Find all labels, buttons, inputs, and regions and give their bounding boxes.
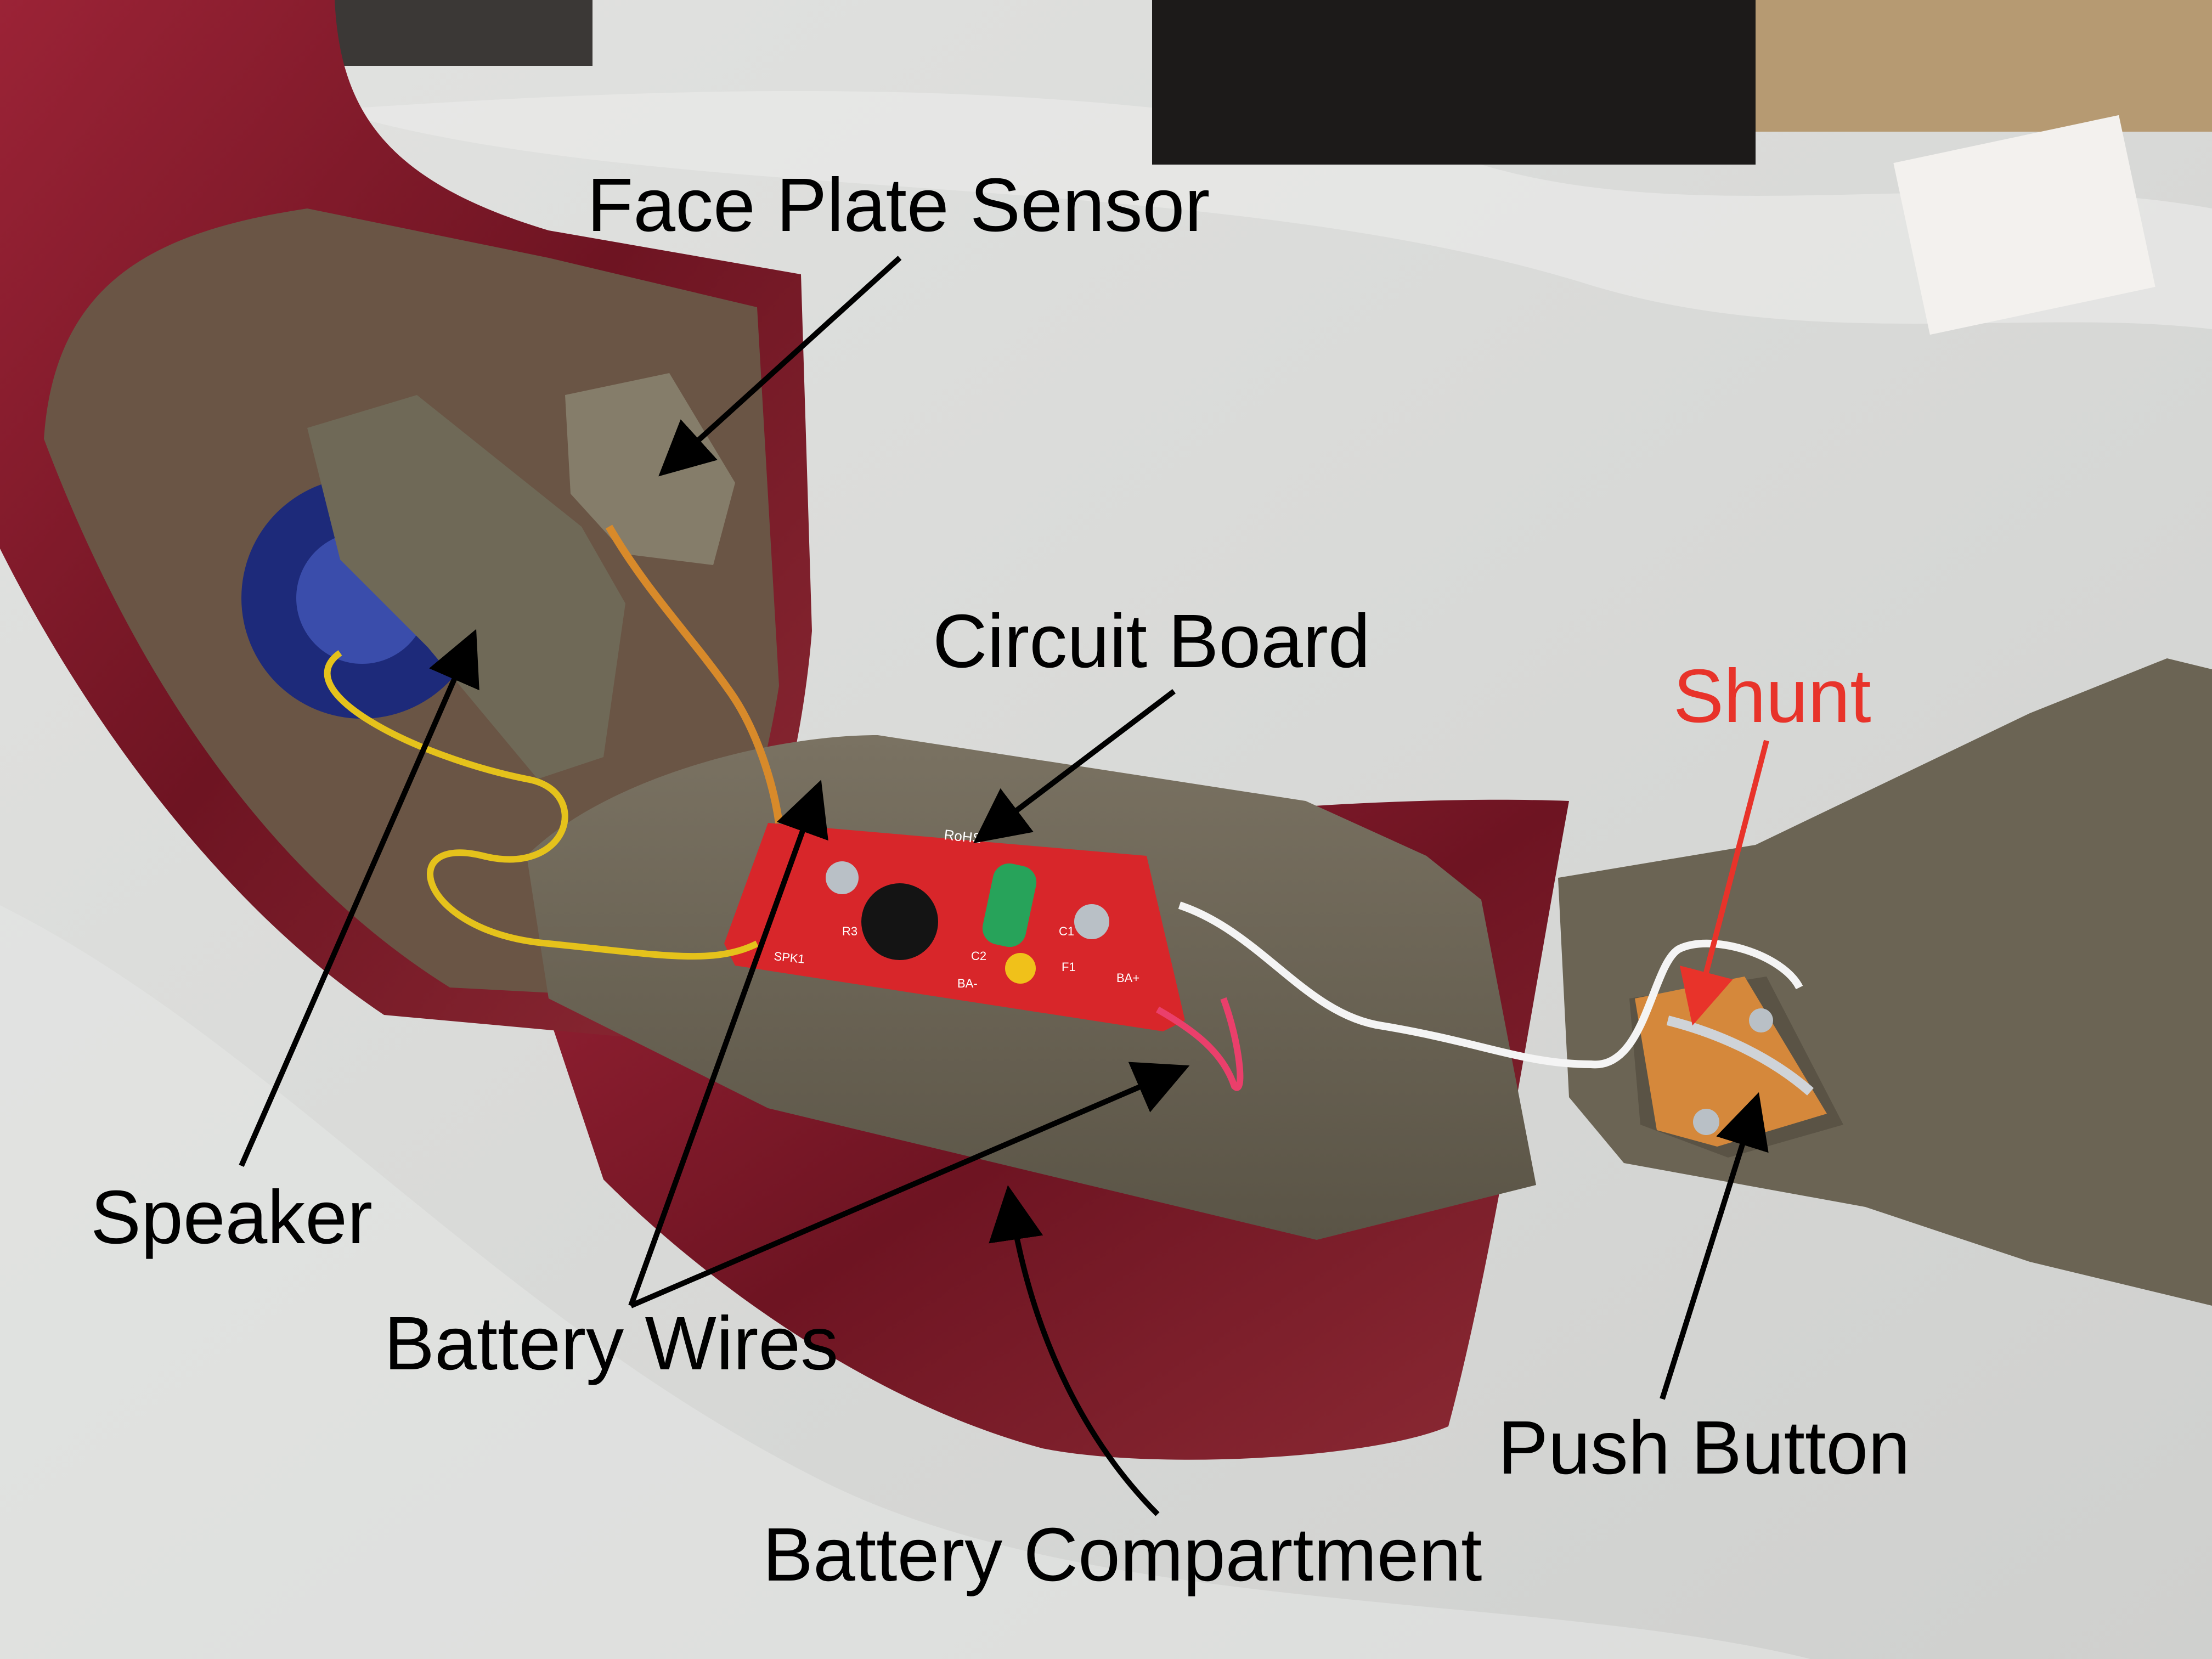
- pink-battery-wire: [1156, 997, 1244, 1091]
- label-speaker: Speaker: [91, 1175, 373, 1260]
- silkscreen-c1: C1: [1059, 924, 1074, 938]
- silkscreen-ba-plus: BA+: [1116, 971, 1139, 985]
- arrow-circuit-board: [973, 689, 1176, 844]
- yellow-component: [1005, 953, 1036, 984]
- arrow-battery-wires-b: [630, 1062, 1190, 1308]
- label-circuit-board: Circuit Board: [933, 599, 1370, 684]
- arrow-push-button: [1660, 1092, 1769, 1400]
- arrow-face-plate-sensor: [658, 256, 902, 477]
- arrow-shunt: [1679, 740, 1769, 1026]
- background-equipment: [1152, 0, 1756, 165]
- sensor-wire-bundle: [605, 524, 783, 823]
- background-card: [1893, 115, 2155, 335]
- screw: [1074, 904, 1109, 939]
- arrow-battery-compartment: [989, 1185, 1160, 1516]
- label-push-button: Push Button: [1498, 1406, 1910, 1490]
- screw: [1749, 1008, 1773, 1032]
- arrow-battery-wires-a: [628, 780, 828, 1307]
- silkscreen-r3: R3: [842, 924, 857, 938]
- silkscreen-f1: F1: [1062, 960, 1076, 974]
- silkscreen-spk: SPK1: [773, 949, 805, 966]
- label-face-plate-sensor: Face Plate Sensor: [587, 163, 1210, 247]
- screw: [1693, 1109, 1719, 1135]
- label-battery-compartment: Battery Compartment: [763, 1513, 1482, 1597]
- silkscreen-c2: C2: [971, 949, 986, 963]
- background-equipment: [307, 0, 592, 66]
- fabric-fold: [0, 905, 1810, 1659]
- background-equipment: [1756, 0, 2212, 132]
- fabric-fold: [329, 91, 2212, 329]
- arrow-speaker: [239, 629, 479, 1167]
- screw: [826, 861, 859, 894]
- face-plate-bracket: [307, 395, 625, 779]
- label-shunt: Shunt: [1673, 654, 1871, 738]
- label-battery-wires: Battery Wires: [384, 1301, 839, 1386]
- white-wire: [1178, 901, 1803, 1069]
- capacitor: [982, 863, 1037, 947]
- silkscreen-ba-minus: BA-: [957, 977, 978, 990]
- yellow-speaker-wire: [324, 650, 759, 960]
- black-blob-chip: [861, 883, 938, 960]
